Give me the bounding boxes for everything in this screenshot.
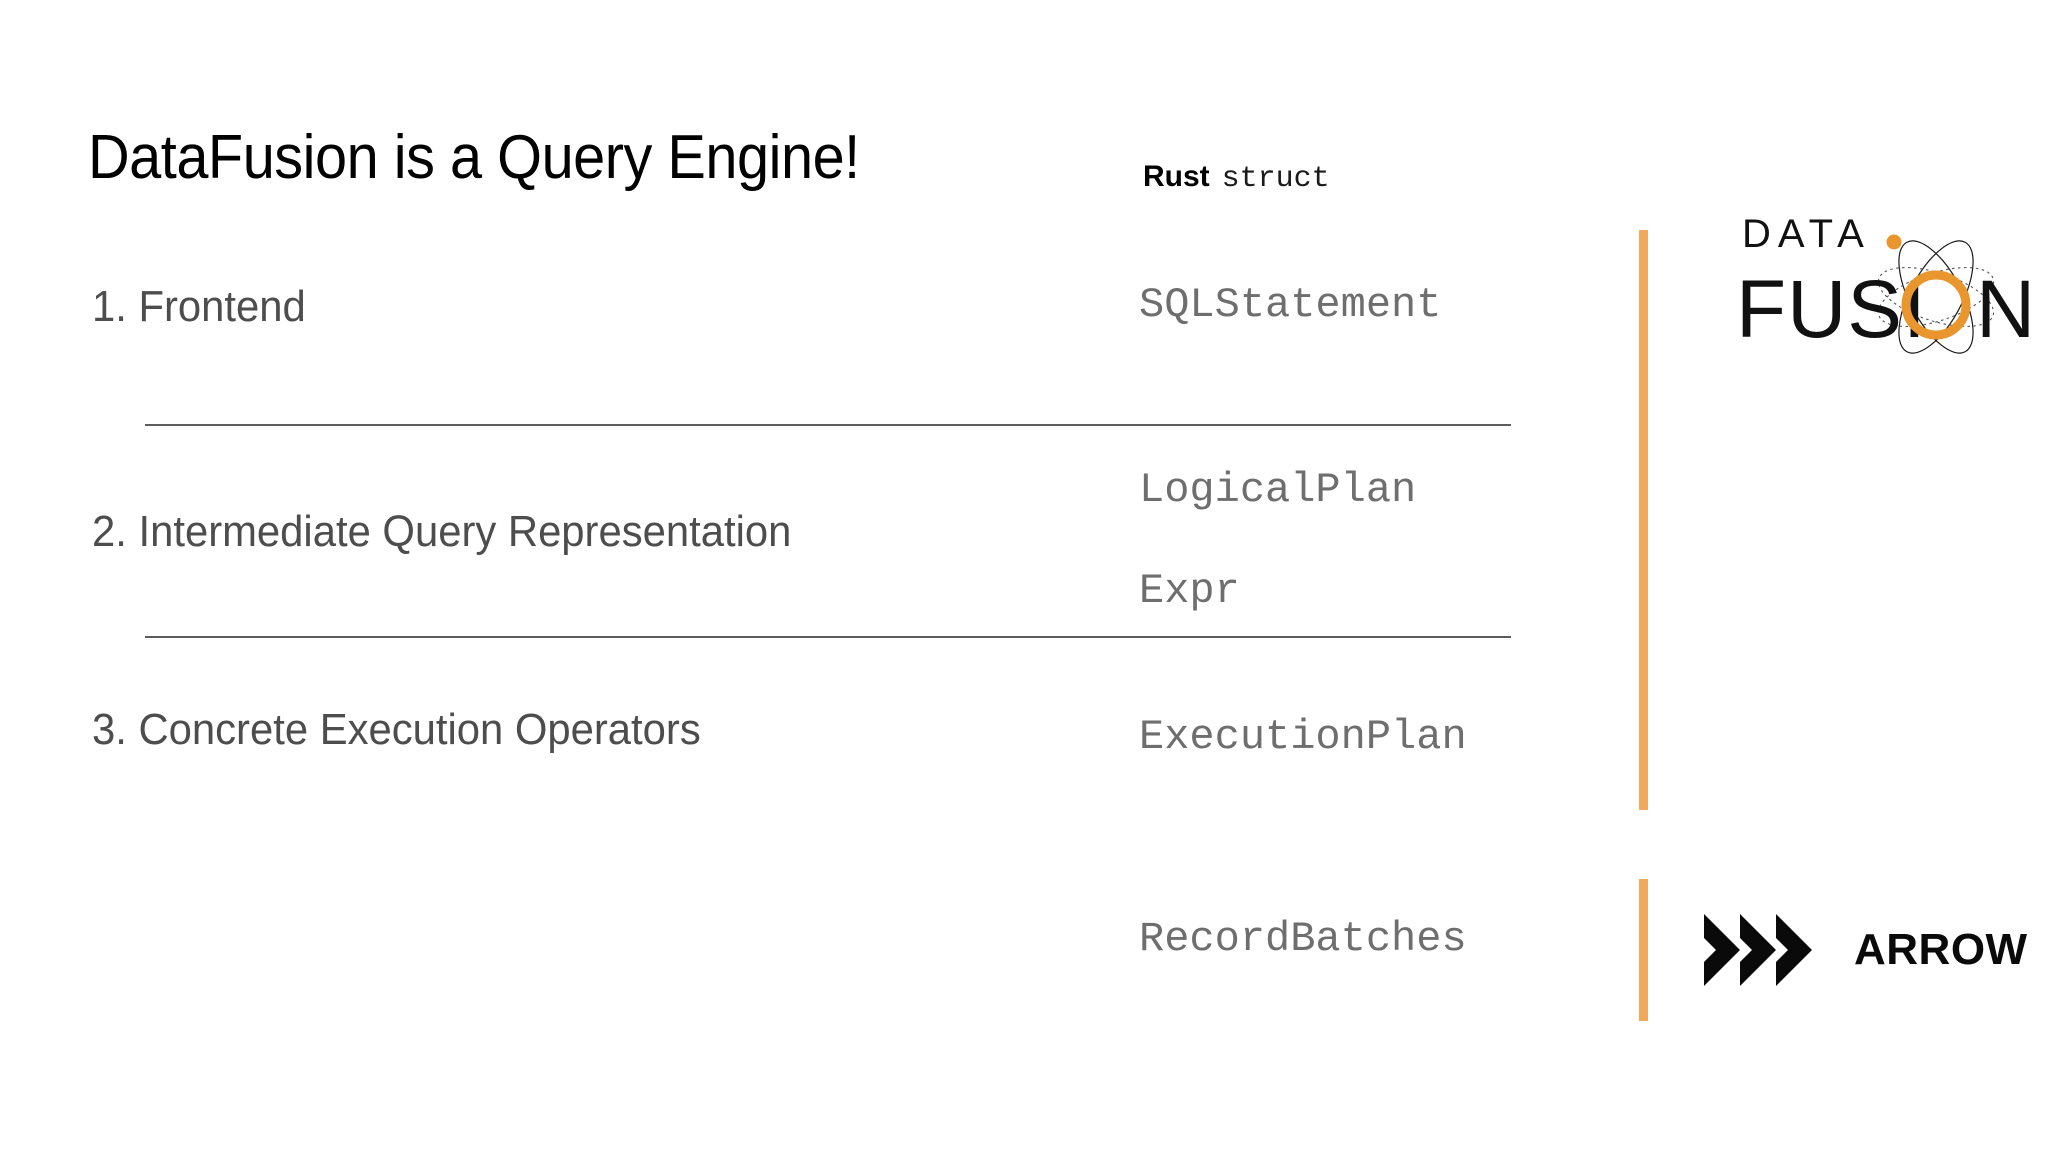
struct-name-sqlstatement: SQLStatement — [1139, 281, 1442, 329]
struct-name-expr: Expr — [1139, 567, 1240, 615]
accent-bar-arrow — [1639, 879, 1648, 1021]
struct-name-logicalplan: LogicalPlan — [1139, 466, 1417, 514]
apache-arrow-logo: ARROW — [1700, 905, 2027, 995]
stage-item-intermediate-query-representation: 2. Intermediate Query Representation — [92, 507, 792, 556]
arrow-wordmark: ARROW — [1854, 925, 2028, 974]
rust-language-label: Rust — [1143, 160, 1210, 193]
struct-keyword-label: struct — [1221, 162, 1330, 196]
page-title: DataFusion is a Query Engine! — [88, 123, 860, 192]
datafusion-logo: DATA FUSI N — [1684, 205, 2048, 365]
svg-text:FUSI: FUSI — [1736, 264, 1927, 355]
struct-name-executionplan: ExecutionPlan — [1139, 713, 1467, 761]
arrow-chevrons-icon — [1700, 910, 1840, 990]
svg-text:N: N — [1976, 264, 2035, 355]
accent-bar-datafusion — [1639, 230, 1648, 810]
divider-line-1 — [145, 424, 1511, 426]
rust-struct-column-header: Rust struct — [1143, 160, 1330, 196]
divider-line-2 — [145, 636, 1511, 638]
svg-text:DATA: DATA — [1742, 212, 1871, 256]
struct-name-recordbatches: RecordBatches — [1139, 915, 1467, 963]
stage-item-frontend: 1. Frontend — [92, 282, 306, 331]
stage-item-concrete-execution-operators: 3. Concrete Execution Operators — [92, 705, 701, 754]
